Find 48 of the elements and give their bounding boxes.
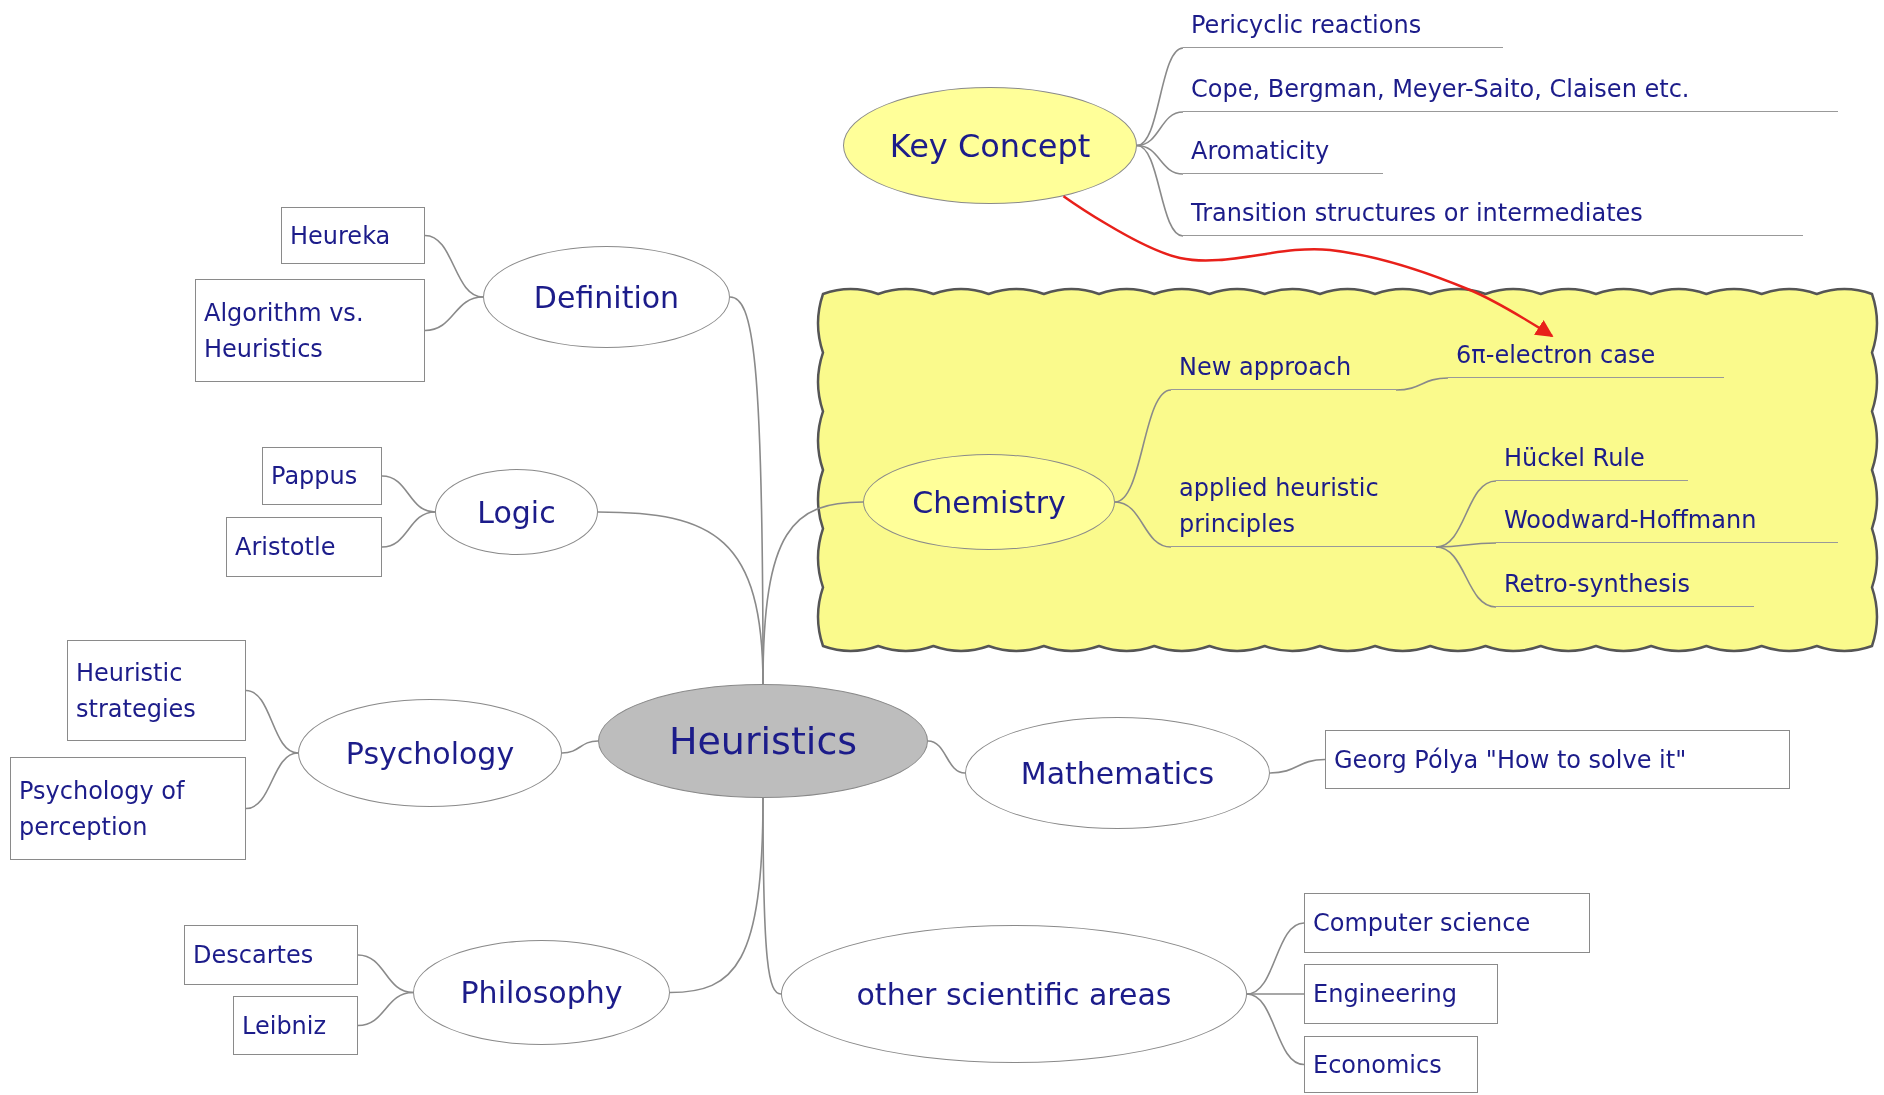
connector-line	[245, 752, 299, 810]
connector-line	[1136, 47, 1184, 147]
underlined-text: New approach	[1171, 348, 1396, 390]
connector-line	[381, 511, 436, 548]
topic-box: Engineering	[1304, 964, 1498, 1024]
topic-ellipse: Psychology	[298, 699, 562, 807]
topic-box: Algorithm vs. Heuristics	[195, 279, 425, 382]
connector-line	[1246, 993, 1305, 1066]
underlined-text: Woodward-Hoffmann	[1496, 499, 1838, 543]
topic-box: Psychology of perception	[10, 757, 246, 860]
connector-line	[1269, 758, 1326, 774]
topic-ellipse: Definition	[483, 246, 730, 348]
arrow	[1062, 195, 1554, 338]
underlined-text: Pericyclic reactions	[1183, 2, 1503, 48]
underlined-text: Hückel Rule	[1496, 435, 1688, 481]
topic-ellipse: Logic	[435, 469, 598, 555]
connector-line	[357, 991, 414, 1027]
connector-line	[424, 296, 484, 332]
topic-box: Aristotle	[226, 517, 382, 577]
connector-line	[1136, 111, 1184, 147]
connector-line	[561, 740, 599, 754]
underlined-text: 6π-electron case	[1448, 336, 1724, 378]
connector-line	[1136, 144, 1184, 237]
connector-line	[357, 954, 414, 994]
topic-box: Computer science	[1304, 893, 1590, 953]
topic-box: Descartes	[184, 925, 358, 985]
topic-box: Georg Pólya "How to solve it"	[1325, 730, 1790, 789]
topic-ellipse: other scientific areas	[781, 925, 1247, 1063]
topic-ellipse: Heuristics	[598, 684, 928, 798]
connector-line	[1395, 377, 1449, 391]
connector-line	[1246, 993, 1305, 995]
topic-box: Heuristic strategies	[67, 640, 246, 741]
underlined-text: Aromaticity	[1183, 128, 1383, 174]
topic-ellipse: Mathematics	[965, 717, 1270, 829]
topic-box: Leibniz	[233, 996, 358, 1055]
topic-box: Economics	[1304, 1036, 1478, 1093]
topic-box: Pappus	[262, 447, 382, 505]
connector-line	[1435, 546, 1497, 608]
topic-ellipse: Key Concept	[843, 87, 1137, 204]
connector-line	[927, 740, 966, 774]
topic-box: Heureka	[281, 207, 425, 264]
underlined-text: applied heuristic principles	[1171, 450, 1436, 547]
underlined-text: Transition structures or intermediates	[1183, 190, 1803, 236]
topic-ellipse: Philosophy	[413, 940, 670, 1045]
underlined-text: Retro-synthesis	[1496, 562, 1754, 607]
connector-line	[762, 797, 782, 995]
connector-line	[1114, 501, 1172, 548]
underlined-text: Cope, Bergman, Meyer-Saito, Claisen etc.	[1183, 64, 1838, 112]
